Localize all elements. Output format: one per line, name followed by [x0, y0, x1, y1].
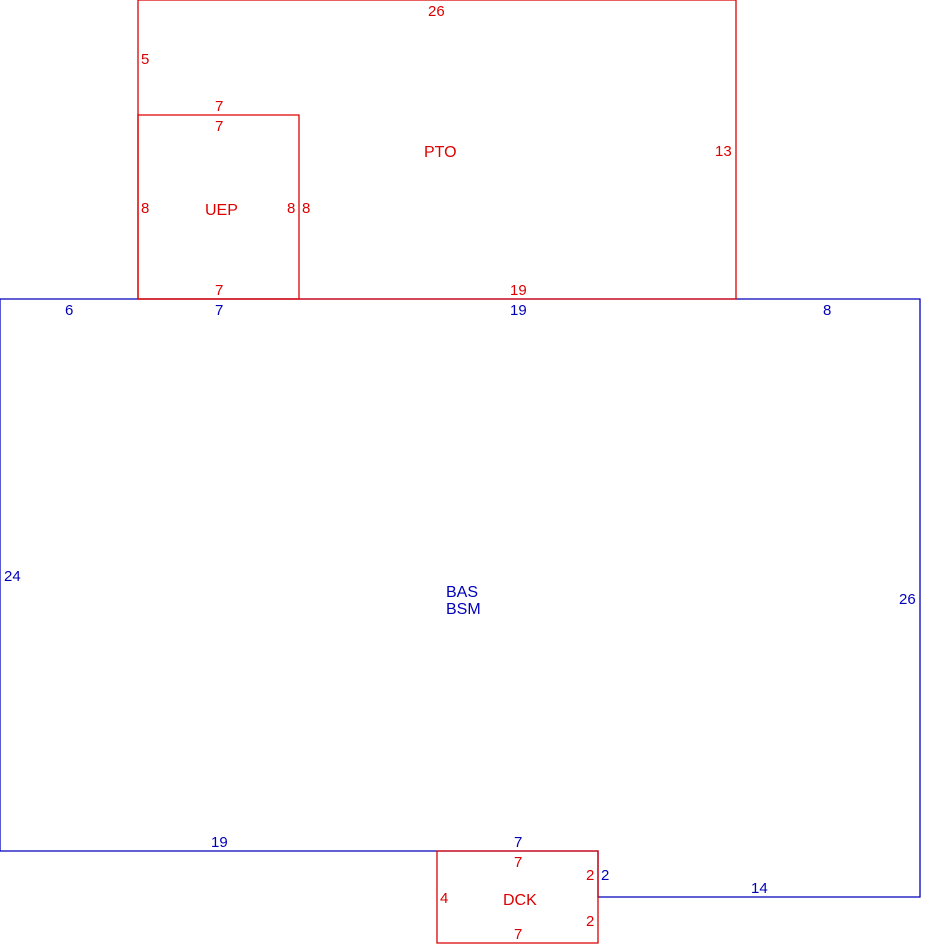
base-dim-left: 24	[4, 568, 21, 585]
dck-dim-bottom: 7	[514, 926, 522, 943]
dck-dim-top: 7	[514, 854, 522, 871]
dck-area: DCK 7 4 2 2 7	[436, 850, 599, 944]
uep-dim-bottom: 7	[215, 282, 223, 299]
base-dim-notch: 2	[601, 867, 609, 884]
base-dim-top-left: 6	[65, 302, 73, 319]
base-label-bsm: BSM	[446, 601, 481, 618]
base-dim-bottom-right: 14	[751, 880, 768, 897]
pto-dim-left-upper: 5	[141, 51, 149, 68]
uep-dim-right-outer: 8	[302, 200, 310, 217]
base-dim-top-right: 8	[823, 302, 831, 319]
pto-dim-right: 13	[715, 143, 732, 160]
dck-dim-right-upper: 2	[586, 867, 594, 884]
dck-label: DCK	[503, 892, 537, 909]
base-dim-right: 26	[899, 591, 916, 608]
pto-dim-top: 26	[428, 3, 445, 20]
base-label-bas: BAS	[446, 584, 478, 601]
base-dim-top-mid: 7	[215, 302, 223, 319]
pto-dim-bottom: 19	[510, 282, 527, 299]
uep-label: UEP	[205, 202, 238, 219]
uep-dim-right-inner: 8	[287, 200, 295, 217]
pto-area: PTO 26 5 13 19	[137, 0, 737, 300]
uep-dim-top-inner: 7	[215, 118, 223, 135]
pto-label: PTO	[424, 144, 457, 161]
uep-dim-left: 8	[141, 200, 149, 217]
base-dim-bottom-left: 19	[211, 834, 228, 851]
dck-dim-left: 4	[440, 890, 448, 907]
dck-outline	[436, 850, 599, 944]
uep-area: UEP 7 7 8 8 8 7	[137, 98, 310, 300]
base-dim-top-center: 19	[510, 302, 527, 319]
base-area: BAS BSM 6 7 19 8 24 26 19 7 2 14	[0, 298, 921, 898]
uep-outline	[137, 114, 300, 300]
dck-dim-right-lower: 2	[586, 913, 594, 930]
uep-dim-top-outer: 7	[215, 98, 223, 115]
base-dim-bottom-mid: 7	[514, 834, 522, 851]
